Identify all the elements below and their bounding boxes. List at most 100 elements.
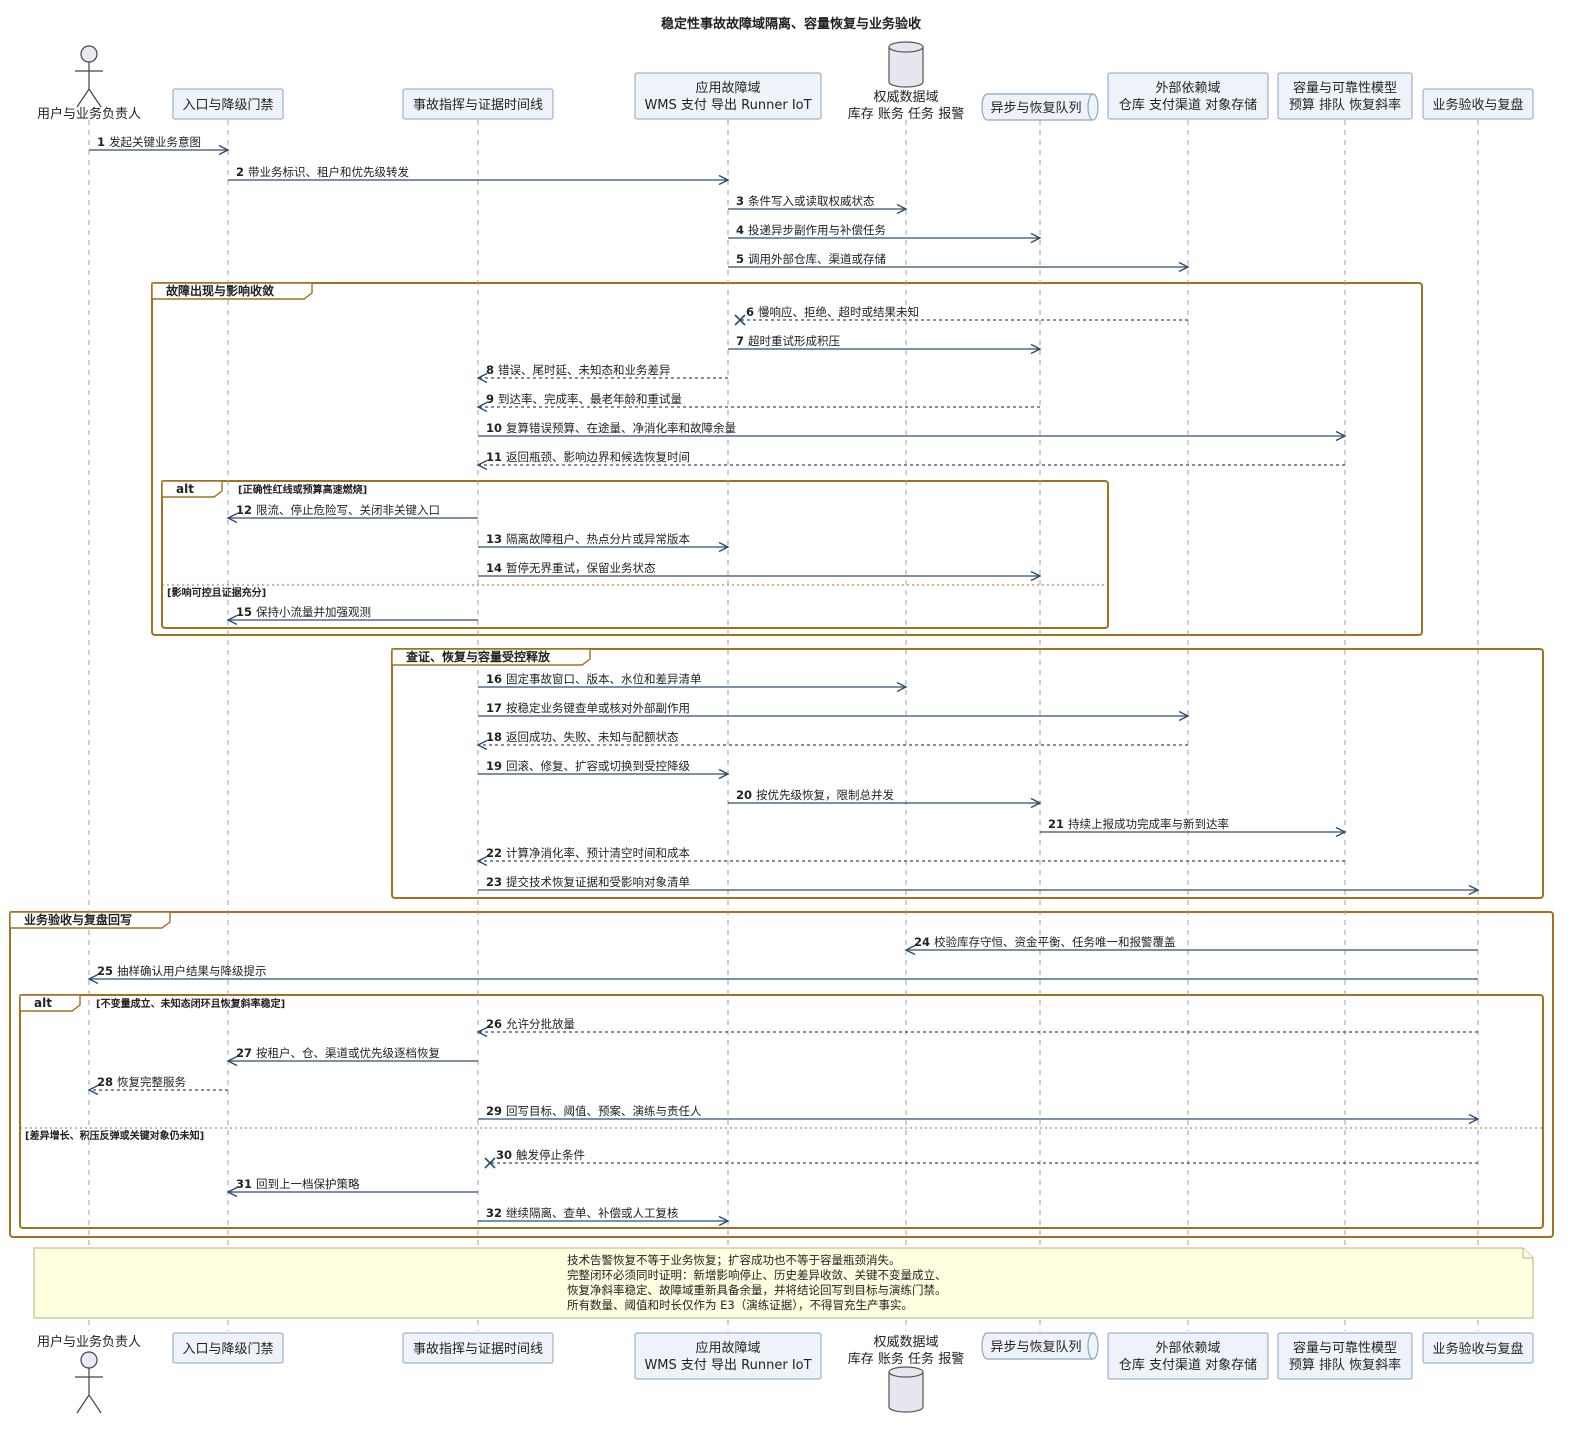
participant-label: 权威数据域 — [873, 1334, 938, 1350]
message-label: 21 持续上报成功完成率与新到达率 — [1048, 817, 1229, 831]
fragment-frame — [391, 648, 1544, 899]
message-text: 调用外部仓库、渠道或存储 — [748, 252, 886, 266]
note: 技术告警恢复不等于业务恢复；扩容成功也不等于容量瓶颈消失。完整闭环必须同时证明：… — [33, 1247, 1534, 1319]
fragment-frames: 故障出现与影响收敛alt[正确性红线或预算高速燃烧][影响可控且证据充分]查证、… — [9, 282, 1554, 1238]
message-text: 带业务标识、租户和优先级转发 — [248, 165, 409, 179]
participant-label: 库存 账务 任务 报警 — [848, 1351, 964, 1367]
arrowhead — [218, 144, 230, 156]
message-number: 21 — [1048, 817, 1068, 831]
message-number: 15 — [236, 605, 256, 619]
participant-label: 库存 账务 任务 报警 — [848, 106, 964, 122]
participant-label: 仓库 支付渠道 对象存储 — [1119, 97, 1257, 113]
message-number: 29 — [486, 1104, 506, 1118]
participant-queue-bottom: 异步与恢复队列 — [981, 1332, 1099, 1360]
participant-gate-top: 入口与降级门禁 — [172, 88, 284, 120]
message-text: 错误、尾时延、未知态和业务差异 — [498, 363, 671, 377]
message-label: 3 条件写入或读取权威状态 — [736, 194, 875, 208]
arrowhead — [1030, 343, 1042, 355]
message-14: 14 暂停无界重试，保留业务状态 — [478, 561, 1042, 582]
participant-label: 业务验收与复盘 — [1432, 1341, 1523, 1357]
message-21: 21 持续上报成功完成率与新到达率 — [1040, 817, 1347, 838]
message-text: 触发停止条件 — [516, 1148, 585, 1162]
actor-body — [75, 1368, 103, 1414]
note-line: 技术告警恢复不等于业务恢复；扩容成功也不等于容量瓶颈消失。 — [567, 1253, 901, 1267]
arrowhead — [1178, 261, 1190, 273]
arrowhead — [226, 614, 238, 626]
arrowhead — [226, 512, 238, 524]
arrowhead — [1335, 430, 1347, 442]
message-6: 6 慢响应、拒绝、超时或结果未知 — [734, 305, 1188, 326]
participant-box — [1107, 72, 1269, 120]
message-22: 22 计算净消化率、预计清空时间和成本 — [476, 846, 1345, 867]
database-icon — [888, 1372, 924, 1413]
participant-box — [1422, 1332, 1534, 1364]
message-15: 15 保持小流量并加强观测 — [226, 605, 478, 626]
fragment-title: 业务验收与复盘回写 — [24, 912, 132, 927]
arrowhead — [226, 1186, 238, 1198]
message-25: 25 抽样确认用户结果与降级提示 — [87, 964, 1478, 985]
message-number: 3 — [736, 194, 748, 208]
message-9: 9 到达率、完成率、最老年龄和重试量 — [476, 392, 1040, 413]
message-8: 8 错误、尾时延、未知态和业务差异 — [476, 363, 728, 384]
message-text: 恢复完整服务 — [117, 1075, 186, 1089]
fragment-else-condition: [差异增长、积压反弹或关键对象仍未知] — [25, 1129, 204, 1142]
message-number: 13 — [486, 532, 506, 546]
participant-cmd-bottom: 事故指挥与证据时间线 — [402, 1332, 554, 1364]
lost-message-marker — [484, 1157, 496, 1169]
message-number: 9 — [486, 392, 498, 406]
message-4: 4 投递异步副作用与补偿任务 — [728, 223, 1042, 244]
message-label: 1 发起关键业务意图 — [97, 135, 201, 149]
participant-cmd-top: 事故指挥与证据时间线 — [402, 88, 554, 120]
message-number: 32 — [486, 1206, 506, 1220]
fragment-tab — [161, 480, 223, 498]
arrowhead — [1468, 1113, 1480, 1125]
message-number: 27 — [236, 1046, 256, 1060]
message-17: 17 按稳定业务键查单或核对外部副作用 — [478, 701, 1190, 722]
participant-box — [172, 88, 284, 120]
message-text: 回到上一档保护策略 — [256, 1177, 360, 1191]
participant-box — [402, 88, 554, 120]
arrowhead — [896, 681, 908, 693]
message-number: 14 — [486, 561, 506, 575]
message-label: 14 暂停无界重试，保留业务状态 — [486, 561, 656, 575]
message-26: 26 允许分批放量 — [476, 1017, 1478, 1038]
participant-box — [1422, 88, 1534, 120]
arrowhead — [87, 1084, 99, 1096]
message-label: 30 触发停止条件 — [496, 1148, 585, 1162]
message-number: 31 — [236, 1177, 256, 1191]
message-label: 15 保持小流量并加强观测 — [236, 605, 371, 619]
fragment-frame — [161, 480, 1109, 629]
participant-box — [1107, 1332, 1269, 1380]
message-label: 12 限流、停止危险写、关闭非关键入口 — [236, 503, 440, 517]
message-7: 7 超时重试形成积压 — [728, 334, 1042, 355]
message-text: 校验库存守恒、资金平衡、任务唯一和报警覆盖 — [934, 935, 1176, 949]
fragment-tab — [151, 282, 313, 300]
message-label: 5 调用外部仓库、渠道或存储 — [736, 252, 887, 266]
participant-user-bottom: 用户与业务负责人 — [37, 1334, 141, 1414]
participant-label: 预算 排队 恢复斜率 — [1289, 1357, 1401, 1373]
message-number: 24 — [914, 935, 934, 949]
message-label: 13 隔离故障租户、热点分片或异常版本 — [486, 532, 691, 546]
fragment-frame — [19, 994, 1544, 1229]
database-icon-top — [888, 1366, 924, 1378]
arrowhead — [1030, 797, 1042, 809]
message-3: 3 条件写入或读取权威状态 — [728, 194, 908, 215]
fragment-else-condition: [影响可控且证据充分] — [167, 586, 266, 599]
message-number: 30 — [496, 1148, 516, 1162]
arrowhead — [226, 1055, 238, 1067]
arrowhead — [476, 401, 488, 413]
message-text: 发起关键业务意图 — [109, 135, 201, 149]
fragment-frame — [9, 911, 1554, 1238]
lifelines — [88, 120, 1479, 1331]
message-text: 回滚、修复、扩容或切换到受控降级 — [506, 759, 690, 773]
fragment-frame — [151, 282, 1423, 636]
message-12: 12 限流、停止危险写、关闭非关键入口 — [226, 503, 478, 524]
message-text: 按稳定业务键查单或核对外部副作用 — [506, 701, 690, 715]
note-line: 恢复净斜率稳定、故障域重新具备余量，并将结论回写到目标与演练门禁。 — [567, 1283, 947, 1297]
